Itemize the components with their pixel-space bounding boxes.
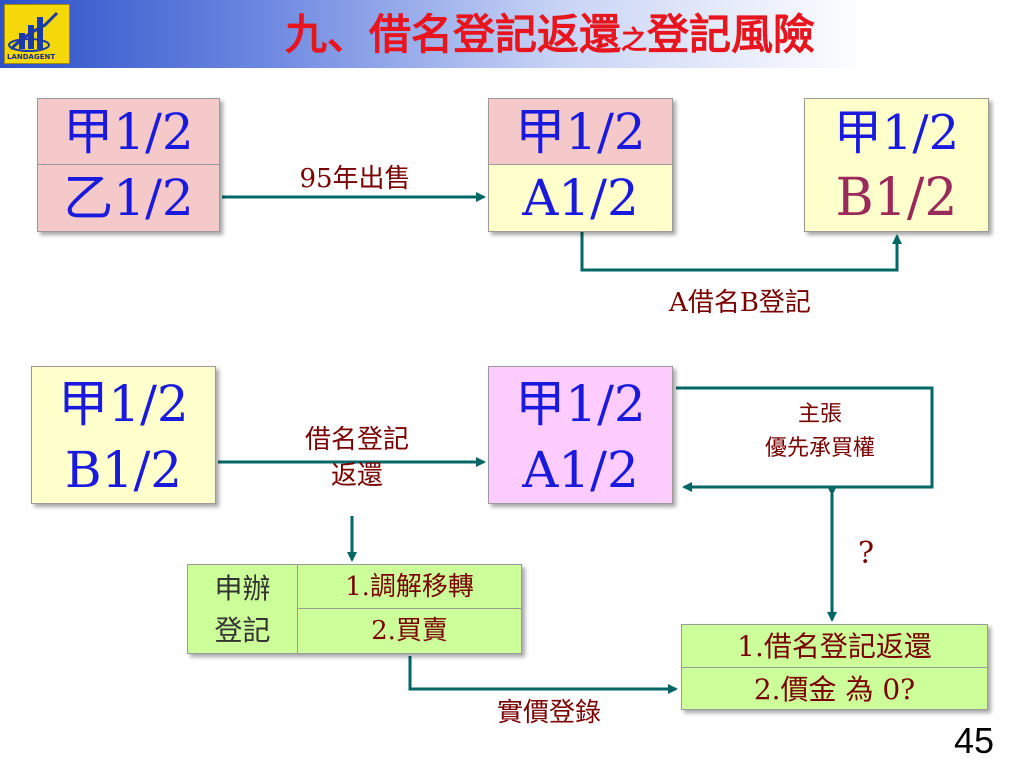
bottom-box-returned: 甲1/2 A1/2 — [488, 366, 673, 504]
preemption-claim-label: 主張 優先承買權 — [720, 398, 920, 466]
question-mark: ? — [858, 536, 875, 571]
logo-graphic-icon — [8, 11, 59, 52]
filing-header: 申辦 登記 — [188, 565, 298, 653]
header-band — [0, 0, 1024, 68]
bottom-box-nominee: 甲1/2 B1/2 — [31, 366, 216, 504]
share-label: 甲1/2 — [833, 105, 960, 161]
result-item: 2.價金 為 0? — [753, 673, 916, 706]
claim-label-line1: 主張 — [797, 402, 842, 427]
share-label: B1/2 — [835, 168, 958, 228]
result-table: 1.借名登記返還 2.價金 為 0? — [681, 624, 988, 710]
share-label: 甲1/2 — [489, 99, 672, 165]
title-tail: 登記風險 — [647, 10, 816, 59]
title-particle: 之 — [620, 26, 647, 56]
top-box-original: 甲1/2 乙1/2 — [37, 98, 220, 232]
slide-number: 45 — [953, 720, 994, 761]
share-label: 乙1/2 — [38, 165, 219, 231]
logo-text: LANDAGENT — [7, 53, 56, 61]
share-label: A1/2 — [522, 441, 639, 499]
return-label-line2: 返還 — [330, 461, 383, 491]
top-box-nominee: 甲1/2 B1/2 — [804, 98, 989, 232]
result-item: 1.借名登記返還 — [682, 625, 987, 668]
landagent-logo: LANDAGENT — [4, 4, 70, 64]
slide-title: 九、借名登記返還之登記風險 — [90, 6, 1010, 64]
filing-item: 2.買賣 — [371, 616, 448, 646]
share-label: 甲1/2 — [38, 99, 219, 165]
filing-item: 1.調解移轉 — [298, 565, 521, 609]
share-label: B1/2 — [64, 441, 183, 499]
filing-items: 1.調解移轉 2.買賣 — [298, 565, 521, 653]
filing-header-line2: 登記 — [214, 614, 271, 647]
filing-header-line1: 申辦 — [214, 572, 271, 605]
filing-table: 申辦 登記 1.調解移轉 2.買賣 — [187, 564, 522, 654]
claim-label-line2: 優先承買權 — [764, 436, 875, 461]
nominee-registration-label: A借名B登記 — [669, 288, 811, 318]
price-registration-label: 實價登錄 — [496, 698, 601, 728]
arrow-price-registration — [408, 656, 678, 694]
sale-label: 95年出售 — [299, 164, 411, 194]
title-main: 九、借名登記返還 — [284, 10, 621, 59]
return-label-line1: 借名登記 — [304, 425, 409, 455]
share-label: 甲1/2 — [58, 375, 189, 433]
arrow-nominee-registration — [580, 232, 902, 272]
top-box-after-sale: 甲1/2 A1/2 — [488, 98, 673, 232]
share-label: 甲1/2 — [515, 375, 646, 433]
arrow-claim-loop — [676, 386, 934, 492]
return-label: 借名登記 返還 — [262, 422, 452, 494]
share-label: A1/2 — [489, 165, 672, 231]
